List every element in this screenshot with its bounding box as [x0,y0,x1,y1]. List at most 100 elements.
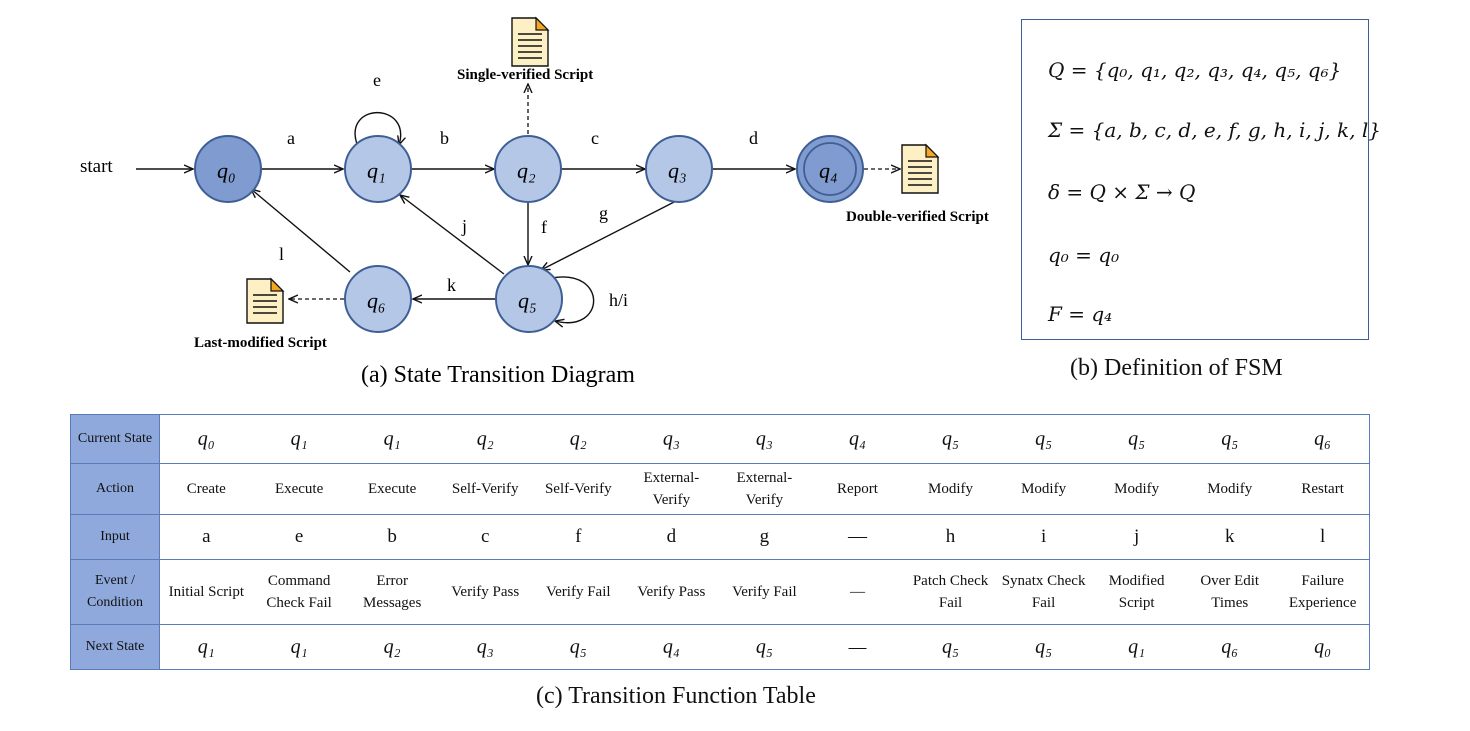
cell-current-state: q₀ [159,414,253,464]
cell-current-state: q₅ [997,414,1091,464]
edge-label-j: j [461,216,467,236]
cell-current-state: q₅ [1183,414,1277,464]
edge-label-k: k [447,275,456,295]
cell-event: Synatx Check Fail [997,559,1091,625]
svg-text:q₄: q₄ [819,158,838,183]
state-q5: q₅ [495,265,563,333]
svg-text:q₅: q₅ [518,288,537,313]
cell-input: b [345,514,439,560]
cell-action: Restart [1276,463,1371,515]
header-current-state: Current State [70,414,160,464]
caption-a: (a) State Transition Diagram [361,362,635,388]
cell-input: h [904,514,998,560]
state-q0: q₀ [194,135,262,203]
cell-input: e [252,514,346,560]
cell-input: i [997,514,1091,560]
cell-input: g [717,514,811,560]
cell-current-state: q₆ [1276,414,1371,464]
cell-event: Over Edit Times [1183,559,1277,625]
cell-current-state: q₃ [717,414,811,464]
cell-event: Verify Pass [438,559,532,625]
cell-event: Command Check Fail [252,559,346,625]
cell-current-state: q₅ [1090,414,1184,464]
fsm-final-state: F = q₄ [1048,302,1113,326]
caption-b: (b) Definition of FSM [1070,355,1283,381]
cell-input: f [531,514,625,560]
self-loop-q5 [551,276,595,323]
start-label: start [80,156,113,177]
cell-event: Patch Check Fail [904,559,998,625]
cell-input: — [810,514,904,560]
cell-next-state: q₁ [159,624,253,670]
svg-text:q₂: q₂ [517,158,536,183]
document-icon [511,16,550,67]
cell-next-state: q₂ [345,624,439,670]
cell-action: Execute [252,463,346,515]
fsm-transition-function: δ = Q × Σ → Q [1048,180,1196,204]
state-q3: q₃ [645,135,713,203]
cell-next-state: q₅ [997,624,1091,670]
cell-current-state: q₃ [624,414,718,464]
cell-current-state: q₂ [531,414,625,464]
cell-input: k [1183,514,1277,560]
svg-text:q₀: q₀ [217,158,236,183]
cell-action: Modify [904,463,998,515]
doc-label-last: Last-modified Script [194,335,327,351]
edge-label-e: e [373,70,381,90]
cell-next-state: q₅ [904,624,998,670]
edge-label-d: d [749,128,758,148]
header-input: Input [70,514,160,560]
doc-label-single: Single-verified Script [457,67,593,83]
cell-input: l [1276,514,1371,560]
fsm-initial-state: q₀ = q₀ [1048,243,1120,267]
cell-input: c [438,514,532,560]
cell-current-state: q₅ [904,414,998,464]
cell-event: Verify Fail [531,559,625,625]
cell-input: d [624,514,718,560]
cell-input: j [1090,514,1184,560]
caption-c: (c) Transition Function Table [536,683,816,709]
self-loop-q1 [354,112,401,145]
svg-text:q₆: q₆ [367,288,386,313]
edge-label-hi: h/i [609,290,628,310]
doc-label-double: Double-verified Script [846,209,989,225]
document-icon [901,143,940,194]
edge-label-l: l [279,244,284,264]
cell-event: Verify Fail [717,559,811,625]
header-action: Action [70,463,160,515]
header-next-state: Next State [70,624,160,670]
cell-next-state: q₅ [531,624,625,670]
cell-action: External-Verify [717,463,811,515]
cell-action: Execute [345,463,439,515]
edge-q3-q5 [541,198,681,270]
cell-current-state: q₁ [345,414,439,464]
cell-action: Self-Verify [438,463,532,515]
cell-event: — [810,559,904,625]
cell-current-state: q₂ [438,414,532,464]
cell-next-state: q₃ [438,624,532,670]
state-q2: q₂ [494,135,562,203]
fsm-states-set: Q = {q₀, q₁, q₂, q₃, q₄, q₅, q₆} [1048,58,1342,82]
cell-event: Modified Script [1090,559,1184,625]
cell-action: Self-Verify [531,463,625,515]
cell-next-state: q₆ [1183,624,1277,670]
cell-next-state: q₀ [1276,624,1371,670]
cell-input: a [159,514,253,560]
cell-next-state: — [810,624,904,670]
state-q1: q₁ [344,135,412,203]
cell-action: Report [810,463,904,515]
cell-event: Failure Experience [1276,559,1371,625]
fsm-definition-box: Q = {q₀, q₁, q₂, q₃, q₄, q₅, q₆} Σ = {a,… [1021,19,1381,340]
state-q6: q₆ [344,265,412,333]
cell-next-state: q₄ [624,624,718,670]
edge-label-f: f [541,217,547,237]
cell-current-state: q₁ [252,414,346,464]
cell-event: Error Messages [345,559,439,625]
edge-label-g: g [599,203,608,223]
cell-action: Modify [1090,463,1184,515]
